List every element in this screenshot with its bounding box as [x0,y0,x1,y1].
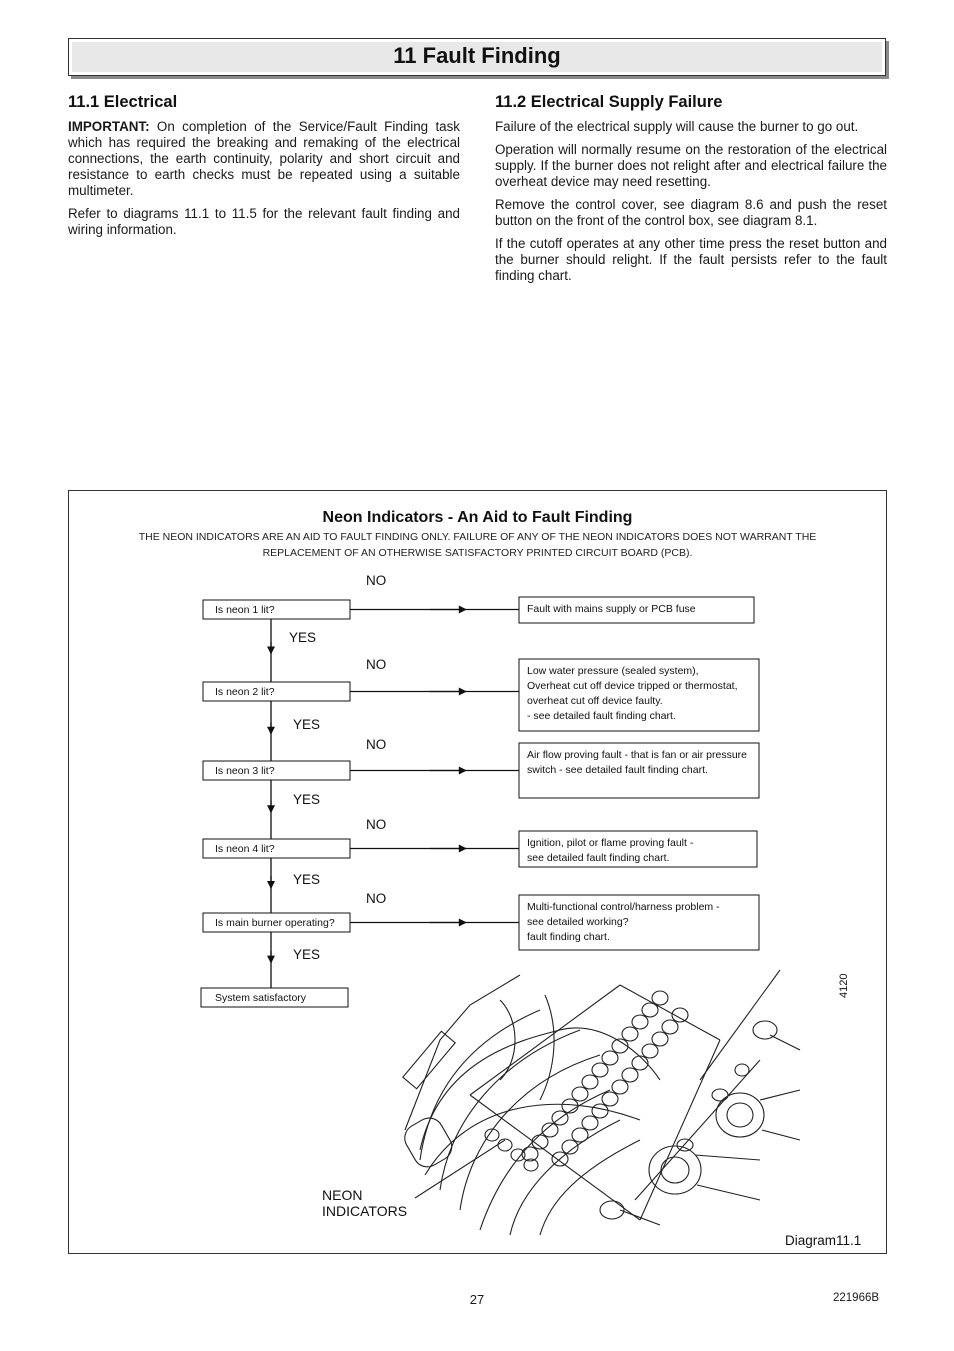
fault-text: see detailed working? [527,916,629,928]
no-label: NO [366,737,386,752]
supply-failure-heading: 11.2 Electrical Supply Failure [495,93,723,111]
fault-text: Fault with mains supply or PCB fuse [527,603,696,615]
no-label: NO [366,891,386,906]
reference-number: 4120 [838,974,850,998]
document-code: 221966B [833,1292,880,1304]
fault-box [518,894,760,951]
question-text: Is main burner operating? [215,917,335,929]
no-label: NO [366,657,386,672]
fault-text: fault finding chart. [527,931,610,943]
section-title-banner: 11 Fault Finding [68,38,886,76]
question-text: Is neon 3 lit? [215,765,275,777]
important-text: On completion of the Service/Fault Findi… [68,119,460,198]
question-text: Is neon 4 lit? [215,843,275,855]
fault-text: Ignition, pilot or flame proving fault - [527,837,694,849]
neon-indicators-label: INDICATORS [322,1203,407,1219]
neon-indicators-label: NEON [322,1187,362,1203]
important-label: IMPORTANT: [68,119,150,134]
flowchart-layer: Is neon 1 lit? NO Fault with mains supply … [200,573,861,1248]
terminal-block [521,990,689,1167]
neon-bulbs [484,1128,539,1172]
important-paragraph: IMPORTANT: On completion of the Service/… [68,119,460,199]
yes-label: YES [293,717,320,732]
diagram-subtitle-line-1: THE NEON INDICATORS ARE AN AID TO FAULT … [138,531,817,543]
fault-text: overheat cut off device faulty. [527,695,663,707]
diagram-subtitle-line-2: REPLACEMENT OF AN OTHERWISE SATISFACTORY… [262,547,693,559]
supply-failure-para-4: If the cutoff operates at any other time… [495,236,887,283]
no-label: NO [366,573,386,588]
supply-failure-para-1: Failure of the electrical supply will ca… [495,119,859,134]
wiring-illustration [402,969,801,1236]
page-title: 11 Fault Finding [393,43,561,68]
electrical-heading: 11.1 Electrical [68,93,178,111]
yes-label: YES [293,792,320,807]
final-text: System satisfactory [215,992,307,1004]
no-label: NO [366,817,386,832]
refer-diagrams-paragraph: Refer to diagrams 11.1 to 11.5 for the r… [68,206,460,237]
fault-text: Air flow proving fault - that is fan or … [527,749,747,761]
yes-label: YES [289,630,316,645]
supply-failure-para-2: Operation will normally resume on the re… [495,142,887,189]
fault-box [518,658,760,732]
yes-label: YES [293,872,320,887]
question-text: Is neon 1 lit? [215,604,275,616]
fault-text: Low water pressure (sealed system), [527,665,699,677]
diagram-subtitle: THE NEON INDICATORS ARE AN AID TO FAULT … [109,529,846,561]
fault-text: Multi-functional control/harness problem… [527,901,720,913]
fault-text: switch - see detailed fault finding char… [527,764,708,776]
fault-box [518,742,760,799]
final-box [200,987,349,1008]
question-text: Is neon 2 lit? [215,686,275,698]
supply-failure-para-3: Remove the control cover, see diagram 8.… [495,197,887,228]
page-number: 27 [469,1292,485,1307]
diagram-caption: Diagram11.1 [785,1233,861,1248]
supply-failure-section: 11.2 Electrical Supply Failure Failure o… [495,94,887,291]
electrical-section: 11.1 Electrical IMPORTANT: On completion… [68,94,460,245]
fault-text: see detailed fault finding chart. [527,852,669,864]
fault-text: - see detailed fault finding chart. [527,710,676,722]
fault-text: Overheat cut off device tripped or therm… [527,680,738,692]
fault-box [518,830,758,868]
fault-box [518,596,755,624]
diagram-title: Neon Indicators - An Aid to Fault Findin… [322,509,633,526]
diagram-frame: Neon Indicators - An Aid to Fault Findin… [68,490,887,1254]
yes-label: YES [293,947,320,962]
